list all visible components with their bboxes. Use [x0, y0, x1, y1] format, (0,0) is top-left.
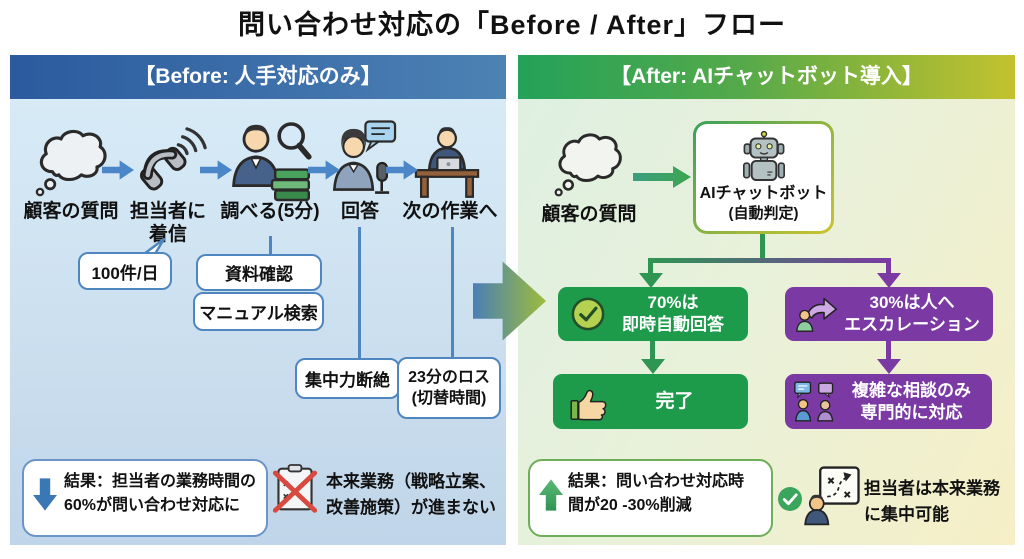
strategy-board-icon: [804, 466, 860, 526]
flow-arrow-icon: [200, 160, 232, 180]
step-label-customer-question: 顧客の質問: [23, 201, 119, 222]
specialist-label: 複雑な相談のみ 専門的に対応: [852, 380, 971, 422]
arrowhead-down-purple: [877, 273, 901, 288]
before-panel-header: 【Before: 人手対応のみ】: [10, 55, 506, 99]
robot-icon: [742, 130, 785, 181]
before-side-note: 本来業務（戦略立案、 改善施策）が進まない: [326, 472, 496, 517]
ai-chatbot-box: AIチャットボット (自動判定): [693, 121, 834, 234]
thumbs-up-icon: [570, 389, 607, 420]
callout-focus-break: 集中力断絶: [295, 358, 400, 399]
step-label-answer: 回答: [340, 201, 380, 222]
escalation-label: 30%は人へ エスカレーション: [844, 293, 980, 334]
up-arrow-icon: [539, 479, 563, 511]
callout-time-loss: 23分のロス (切替時間): [397, 357, 501, 419]
ai-chatbot-title: AIチャットボット: [699, 185, 828, 202]
step-label-research: 調べる(5分): [220, 201, 320, 222]
phone-ring-icon: [139, 127, 207, 191]
person-answer-icon: [332, 120, 397, 194]
branch-line: [650, 341, 655, 361]
callout-volume: 100件/日: [78, 252, 172, 290]
flow-arrow-icon: [308, 160, 340, 180]
connector-line: [358, 227, 361, 358]
person-search-icon: [232, 122, 312, 202]
specialist-box: 複雑な相談のみ 専門的に対応: [785, 374, 992, 429]
people-chat-icon: [794, 381, 834, 422]
before-result-text: 結果：担当者の業務時間の 60%が問い合わせ対応に: [64, 473, 257, 514]
check-circle-icon: [571, 297, 605, 331]
after-panel-header: 【After: AIチャットボット導入】: [518, 55, 1015, 99]
auto-answer-label: 70%は 即時自動回答: [622, 293, 724, 334]
step-label-incoming-call: 担当者に 着信: [129, 201, 207, 245]
down-arrow-icon: [33, 478, 57, 511]
branch-split-line: [648, 258, 891, 263]
thought-cloud-icon: [35, 129, 107, 197]
after-result-box: [528, 459, 773, 537]
connector-line: [451, 227, 454, 358]
page-title: 問い合わせ対応の「Before / After」フロー: [237, 10, 787, 40]
branch-line: [760, 234, 765, 260]
callout-manual-search: マニュアル検索: [193, 292, 324, 331]
connector-line: [269, 236, 272, 254]
branch-line: [886, 341, 891, 361]
after-result-text: 結果：問い合わせ対応時 間が20 -30%削減: [568, 473, 745, 514]
branch-line: [648, 258, 653, 275]
arrowhead-down-green: [639, 273, 663, 288]
before-after-transition-arrow: [473, 261, 547, 341]
check-circle-icon: [778, 487, 802, 511]
step-label-next-task: 次の作業へ: [402, 201, 498, 222]
person-desk-icon: [414, 127, 480, 198]
arrowhead-down-purple: [877, 359, 901, 374]
before-result-box: [22, 459, 268, 537]
escalation-box: 30%は人へ エスカレーション: [785, 287, 993, 341]
thought-cloud-icon: [554, 133, 622, 197]
branch-line: [886, 258, 891, 275]
done-box: 完了: [553, 374, 748, 429]
after-customer-question-label: 顧客の質問: [541, 204, 637, 225]
callout-docs-check: 資料確認: [196, 254, 322, 291]
after-side-note: 担当者は本来業務 に集中可能: [864, 479, 1000, 524]
flow-arrow-icon: [386, 160, 418, 180]
escalation-person-icon: [796, 297, 838, 332]
flow-arrow-icon: [102, 160, 134, 180]
arrowhead-down-green: [641, 359, 665, 374]
auto-answer-box: 70%は 即時自動回答: [558, 287, 748, 341]
done-label: 完了: [655, 390, 694, 412]
flow-arrow-icon: [633, 166, 691, 188]
blocked-tasks-icon: [272, 464, 318, 513]
ai-chatbot-subtitle: (自動判定): [728, 205, 799, 222]
